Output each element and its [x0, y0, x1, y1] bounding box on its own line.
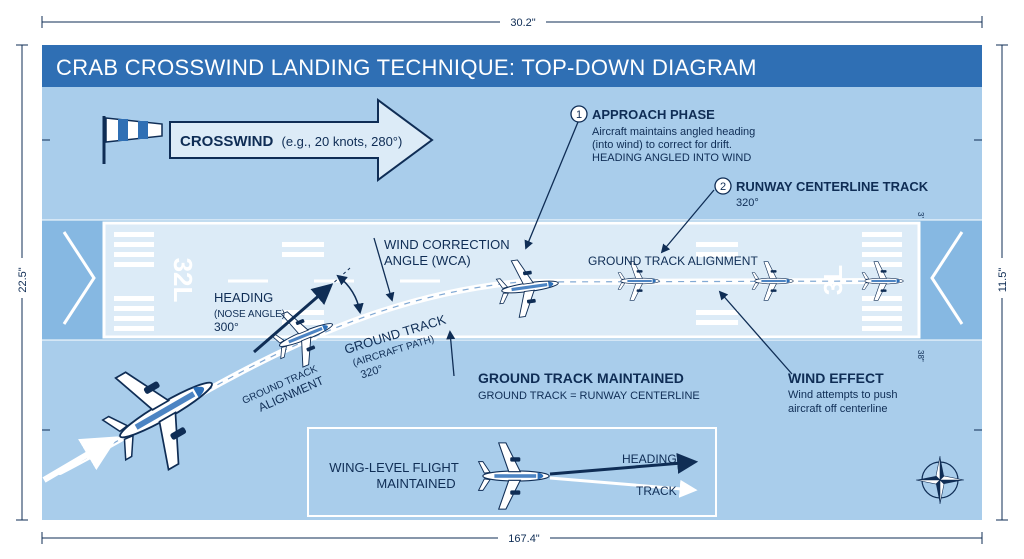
compass-icon: [915, 455, 965, 505]
crosswind-detail: (e.g., 20 knots, 280°): [282, 134, 403, 149]
approach-line1: Aircraft maintains angled heading: [592, 126, 755, 138]
dimension-small-bottom: 38": [916, 350, 925, 362]
wca-arc: [336, 274, 364, 315]
inset-line2: MAINTAINED: [376, 476, 455, 491]
ground-track-alignment-top: GROUND TRACK ALIGNMENT: [588, 254, 758, 268]
crosswind-text: CROSSWIND (e.g., 20 knots, 280°): [180, 133, 402, 150]
heading-line3: 300°: [214, 320, 239, 334]
threshold-right: [862, 232, 902, 331]
approach-title: APPROACH PHASE: [592, 107, 715, 122]
wind-effect-line1: Wind attempts to push: [788, 389, 897, 401]
heading-line2: (NOSE ANGLE): [214, 309, 285, 320]
badge-2-num: 2: [720, 181, 726, 193]
badge-2: [714, 177, 732, 195]
dimension-bottom: 167.4": [508, 533, 540, 545]
wind-effect-line2: aircraft off centerline: [788, 403, 887, 415]
centerline-value: 320°: [736, 197, 759, 209]
inset-track-arrow: [549, 476, 698, 498]
inset-heading-label: HEADING: [622, 452, 677, 466]
crosswind-arrow: [169, 98, 434, 182]
title-bar: [42, 45, 982, 87]
wca-line2: ANGLE (WCA): [384, 253, 471, 268]
inset-track-label: TRACK: [636, 484, 677, 498]
heading-arrow: [253, 283, 334, 354]
inset-heading-arrow: [549, 452, 699, 476]
inset-line1: WING-LEVEL FLIGHT: [329, 460, 459, 475]
maintained-sub: GROUND TRACK = RUNWAY CENTERLINE: [478, 390, 700, 402]
runway-number-left: 32L: [168, 258, 198, 303]
threshold-left: [114, 232, 154, 331]
badge-1: [570, 105, 588, 123]
maintained-title: GROUND TRACK MAINTAINED: [478, 370, 684, 386]
page-title: CRAB CROSSWIND LANDING TECHNIQUE: TOP-DO…: [56, 55, 757, 80]
wind-effect-title: WIND EFFECT: [788, 370, 884, 386]
entry-arrow: [42, 436, 119, 483]
crosswind-label: CROSSWIND: [180, 133, 274, 150]
centerline-title: RUNWAY CENTERLINE TRACK: [736, 179, 929, 194]
badge-1-num: 1: [576, 109, 582, 121]
approach-line2: (into wind) to correct for drift.: [592, 139, 732, 151]
dimension-right: 11.5": [997, 268, 1009, 293]
dimension-top: 30.2": [510, 17, 535, 29]
windsock-icon: [102, 116, 163, 164]
dimension-small-top: 3': [916, 212, 925, 218]
approach-line3: HEADING ANGLED INTO WIND: [592, 152, 751, 164]
runway-chevrons: [62, 231, 964, 325]
dimension-left: 22.5": [17, 267, 29, 292]
heading-line1: HEADING: [214, 290, 273, 305]
leader-lines: [373, 121, 793, 377]
inset-box: [307, 427, 717, 517]
wca-line1: WIND CORRECTION: [384, 237, 510, 252]
